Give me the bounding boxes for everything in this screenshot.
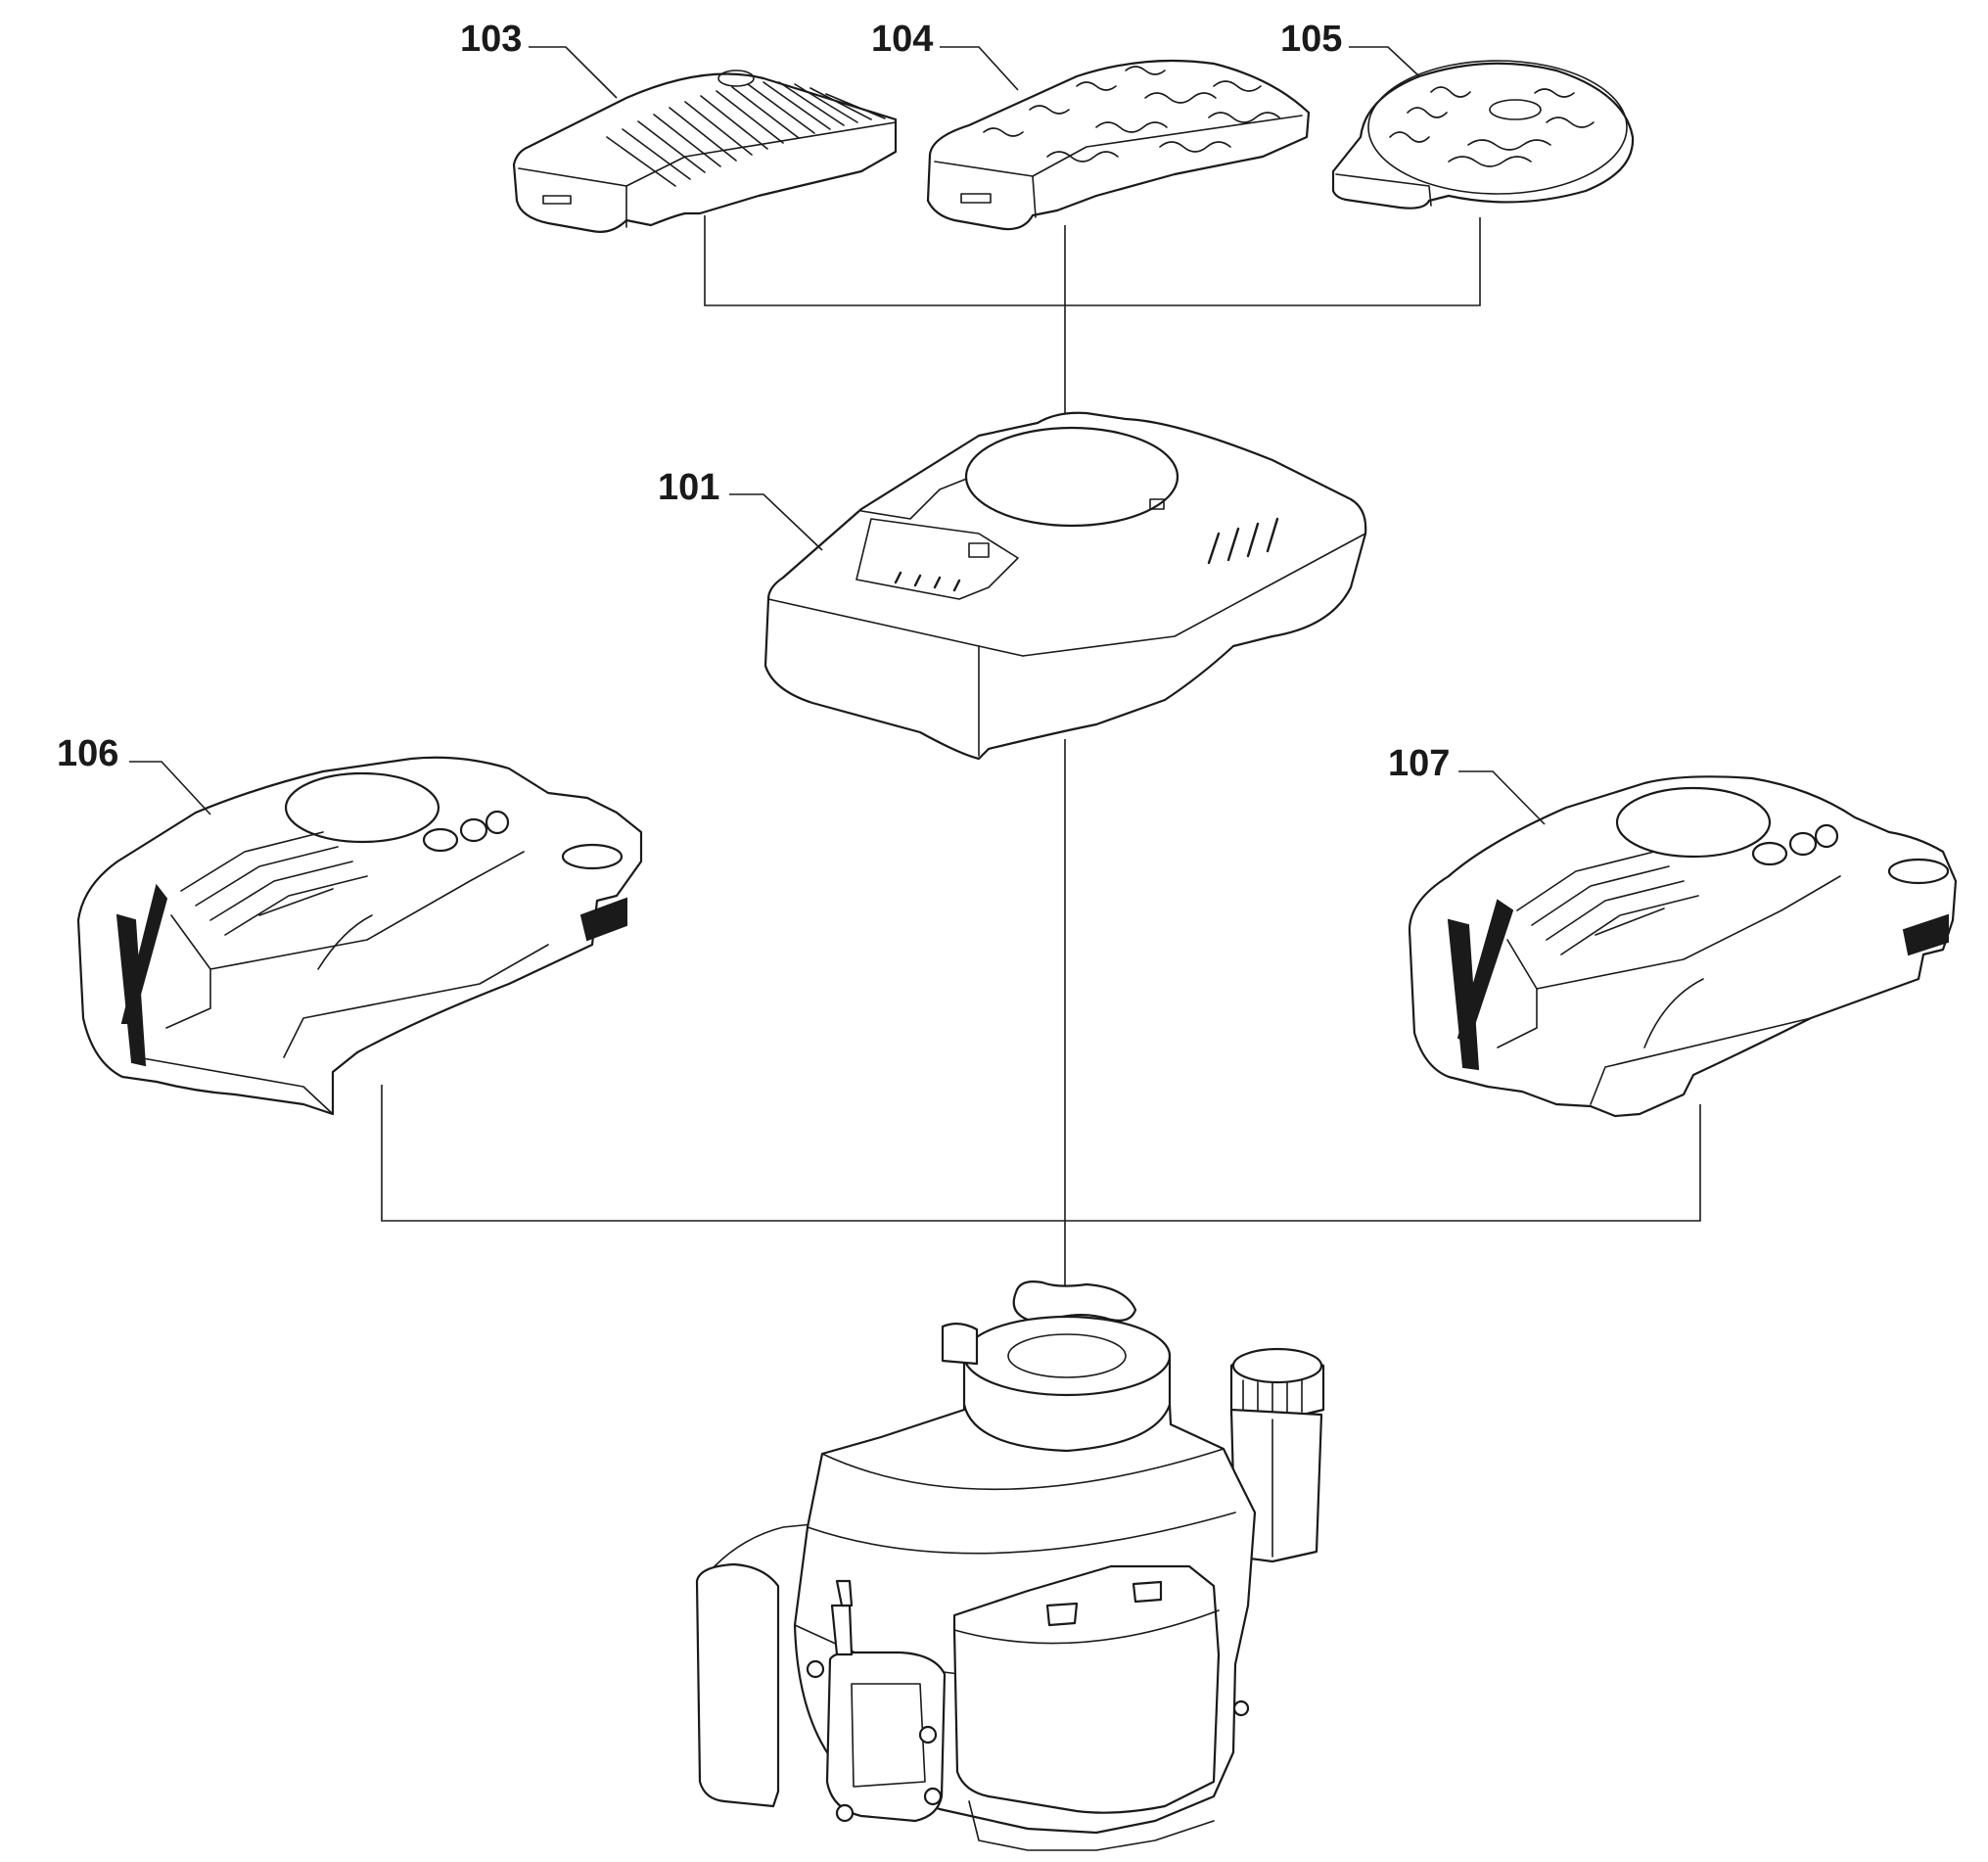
- connector-lines: [381, 215, 1701, 1356]
- part-103[interactable]: 103: [460, 19, 898, 233]
- cover-vents: [894, 517, 1279, 592]
- engine-assembly[interactable]: [695, 1280, 1325, 1851]
- round-wave-pattern: [1389, 86, 1595, 167]
- callout-106: 106: [57, 733, 118, 774]
- callout-107: 107: [1388, 743, 1450, 784]
- callout-105: 105: [1280, 19, 1342, 60]
- part-101[interactable]: 101: [658, 411, 1367, 761]
- cover-ribs: [606, 81, 886, 187]
- callout-104: 104: [871, 19, 933, 60]
- cover-slots-106: [180, 831, 368, 936]
- top-bracket-connector: [704, 215, 1481, 306]
- part-106[interactable]: 106: [57, 733, 643, 1116]
- cover-slots-107: [1516, 851, 1699, 955]
- callout-101: 101: [658, 467, 719, 508]
- part-104[interactable]: 104: [871, 19, 1311, 231]
- part-107[interactable]: 107: [1388, 743, 1958, 1118]
- callout-103: 103: [460, 19, 522, 60]
- lower-bracket-connector: [381, 1085, 1701, 1222]
- wave-pattern: [983, 66, 1280, 163]
- part-105[interactable]: 105: [1280, 19, 1635, 209]
